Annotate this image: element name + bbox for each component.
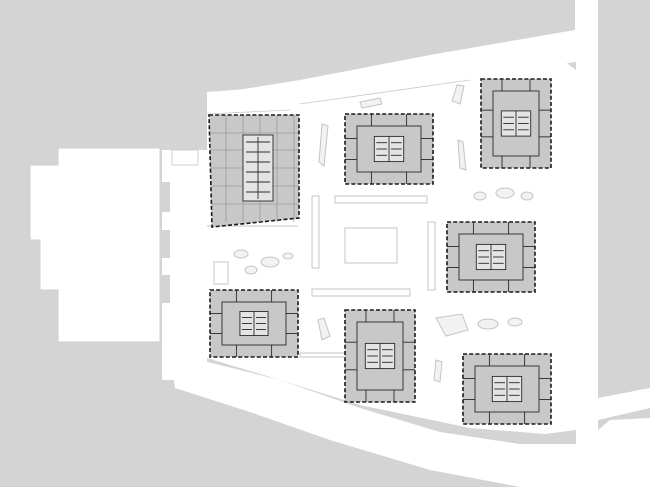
street-south	[170, 355, 650, 487]
planter-10	[435, 313, 469, 337]
planter-1	[233, 249, 249, 259]
street-east	[576, 0, 598, 487]
tower-north-east	[480, 78, 552, 169]
corridor-outline	[356, 321, 404, 391]
neighbor-annex	[171, 149, 199, 166]
street-north	[225, 0, 650, 104]
tower-west	[209, 289, 299, 358]
planter-2	[260, 256, 280, 268]
corridor-outline	[221, 301, 287, 346]
buildings-layer	[208, 78, 552, 425]
path-vertical-left	[311, 195, 320, 269]
planter-14	[433, 359, 443, 383]
planter-4	[282, 252, 294, 260]
planter-15	[317, 317, 331, 341]
planter-12	[318, 123, 329, 167]
central-pavilion	[344, 227, 398, 264]
site-edge-north	[206, 109, 291, 115]
path-horizontal-top	[334, 195, 428, 204]
tower-north-center	[344, 113, 434, 185]
tower-south-center	[344, 309, 416, 403]
planter-7	[520, 191, 534, 201]
bench-west	[213, 261, 229, 285]
tower-east	[446, 221, 536, 293]
corridor-outline	[458, 233, 524, 281]
planter-16	[359, 97, 383, 109]
planter-3	[244, 265, 258, 275]
neighbor-notch-2	[160, 230, 170, 258]
path-vertical-right	[427, 221, 436, 291]
tower-north-west	[208, 114, 300, 228]
path-horizontal-bottom	[311, 288, 411, 297]
corridor-outline	[356, 125, 422, 173]
corridor-outline	[492, 90, 540, 157]
tower-south-east	[462, 353, 552, 425]
site-edge-inner-north	[299, 79, 471, 105]
street-east-crossing	[598, 388, 650, 420]
planter-9	[507, 317, 523, 327]
planter-6	[495, 187, 515, 199]
planter-5	[473, 191, 487, 201]
planter-8	[477, 318, 499, 330]
neighbor-notch-1	[160, 182, 170, 212]
corridor-outline	[474, 365, 540, 413]
planter-13	[457, 139, 467, 171]
planter-11	[451, 84, 465, 105]
neighbor-notch-3	[160, 275, 170, 303]
